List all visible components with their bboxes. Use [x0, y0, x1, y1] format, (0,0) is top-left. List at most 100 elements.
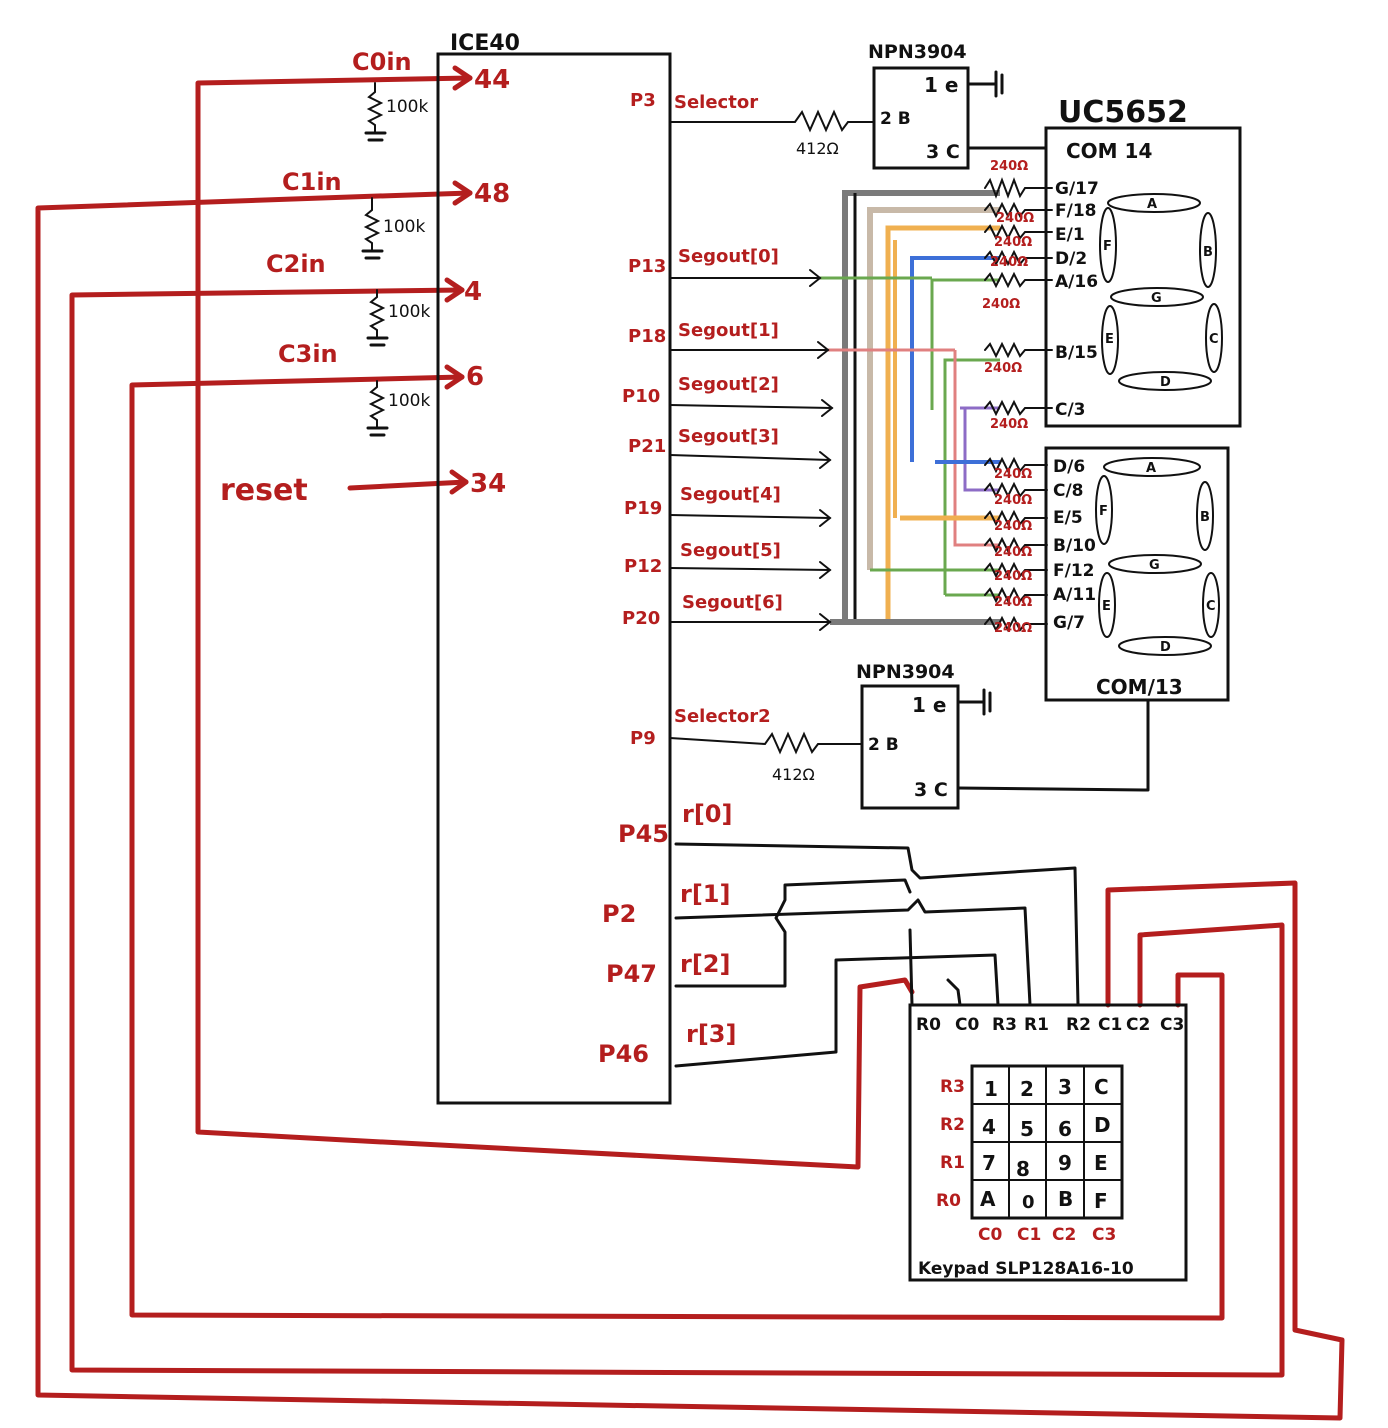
- transistor-1-resistor: 412Ω: [796, 139, 839, 158]
- top-seg-g: G: [1151, 291, 1162, 306]
- pin-4: 4: [464, 277, 482, 307]
- top-pin-b15: B/15: [1055, 343, 1098, 363]
- sig-segout-3: Segout[3]: [678, 426, 779, 447]
- label-c2in: C2in: [266, 250, 326, 278]
- display-bottom-box: [1044, 446, 1230, 702]
- res240-label: 240Ω: [984, 361, 1022, 376]
- bottom-pin-b10: B/10: [1053, 536, 1096, 556]
- display-bottom-com: COM/13: [1096, 675, 1183, 699]
- key-a[interactable]: A: [980, 1187, 996, 1211]
- key-3[interactable]: 3: [1058, 1075, 1072, 1099]
- arrow-48: [452, 180, 473, 206]
- sig-r1: r[1]: [680, 880, 730, 908]
- keypad-pin-r0: R0: [916, 1015, 941, 1035]
- bottom-seg-c: C: [1206, 599, 1216, 614]
- transistor-1-collector: 3 C: [926, 141, 960, 163]
- key-8[interactable]: 8: [1016, 1157, 1030, 1181]
- sig-segout-6: Segout[6]: [682, 592, 783, 613]
- key-6[interactable]: 6: [1058, 1117, 1072, 1141]
- top-pin-f18: F/18: [1055, 201, 1096, 221]
- keypad-pin-c1: C1: [1098, 1015, 1122, 1035]
- bottom-seg-a: A: [1146, 461, 1156, 476]
- pin-p10: P10: [622, 386, 660, 407]
- transistor-1: NPN3904 1 e 2 B 3 C 412Ω: [669, 41, 1048, 170]
- key-d[interactable]: D: [1094, 1113, 1111, 1137]
- keypad-pin-r2: R2: [1066, 1015, 1091, 1035]
- key-5[interactable]: 5: [1020, 1117, 1034, 1141]
- wire-c2: [69, 287, 1285, 1378]
- transistor-2-emitter: 1 e: [912, 693, 946, 717]
- pin-6: 6: [466, 362, 484, 392]
- transistor-1-box: [872, 66, 970, 170]
- res-label-2: 100k: [383, 217, 425, 237]
- key-0[interactable]: 0: [1022, 1192, 1035, 1213]
- key-7[interactable]: 7: [982, 1151, 996, 1175]
- res240-label: 240Ω: [994, 467, 1032, 482]
- key-4[interactable]: 4: [982, 1115, 996, 1139]
- keypad-pin-c0: C0: [955, 1015, 979, 1035]
- column-wires: [35, 65, 1345, 1421]
- display-top-box: [1044, 126, 1242, 428]
- pin-p2: P2: [602, 900, 636, 928]
- sig-segout-0: Segout[0]: [678, 246, 779, 267]
- bottom-seg-e: E: [1102, 599, 1111, 614]
- pin-p18: P18: [628, 326, 666, 347]
- res240-label: 240Ω: [994, 493, 1032, 508]
- pin-p12: P12: [624, 556, 662, 577]
- wire-c1: [35, 190, 1345, 1421]
- key-b[interactable]: B: [1058, 1187, 1073, 1211]
- res240-label: 240Ω: [994, 621, 1032, 636]
- transistor-2-base: 2 B: [868, 735, 899, 755]
- res240-label: 240Ω: [982, 297, 1020, 312]
- arrow-6: [444, 364, 465, 390]
- keypad-pin-r1: R1: [1024, 1015, 1049, 1035]
- res240-label: 240Ω: [994, 235, 1032, 250]
- res-label-1: 100k: [386, 97, 428, 117]
- pulldown-3: [366, 289, 389, 347]
- res240-label: 240Ω: [990, 159, 1028, 174]
- res240-label: 240Ω: [990, 417, 1028, 432]
- key-2[interactable]: 2: [1020, 1077, 1034, 1101]
- key-1[interactable]: 1: [984, 1077, 998, 1101]
- row-wires: [674, 842, 1080, 1068]
- res240-label: 240Ω: [996, 211, 1034, 226]
- bottom-pin-e5: E/5: [1053, 508, 1083, 528]
- sig-r3: r[3]: [686, 1020, 736, 1048]
- bottom-pin-d6: D/6: [1053, 457, 1085, 477]
- pulldown-1: [364, 82, 387, 142]
- key-c[interactable]: C: [1094, 1075, 1109, 1099]
- pulldown-resistors: [361, 82, 389, 437]
- keypad-row-r1: R1: [940, 1153, 965, 1173]
- top-seg-e: E: [1105, 332, 1114, 347]
- key-f[interactable]: F: [1094, 1189, 1108, 1213]
- display-resistors: [984, 177, 1053, 633]
- segment-bus-wires: [820, 190, 1000, 625]
- keypad-box: [908, 1003, 1188, 1282]
- bottom-pin-g7: G/7: [1053, 613, 1085, 633]
- transistor-2-box: [860, 684, 960, 810]
- res240-label: 240Ω: [990, 255, 1028, 270]
- key-9[interactable]: 9: [1058, 1151, 1072, 1175]
- keypad-row-r0: R0: [936, 1191, 961, 1211]
- keypad-col-c2: C2: [1052, 1225, 1076, 1245]
- sig-selector2: Selector2: [674, 706, 771, 727]
- bottom-pin-f12: F/12: [1053, 561, 1094, 581]
- wire-c3: [129, 374, 1225, 1321]
- key-e[interactable]: E: [1094, 1151, 1108, 1175]
- label-c1in: C1in: [282, 168, 342, 196]
- keypad-col-c0: C0: [978, 1225, 1002, 1245]
- label-c0in: C0in: [352, 48, 412, 76]
- pin-p9: P9: [630, 728, 656, 749]
- transistor-1-base: 2 B: [880, 109, 911, 129]
- bottom-seg-b: B: [1200, 510, 1210, 525]
- transistor-2: NPN3904 1 e 2 B 3 C 412Ω: [669, 661, 1150, 810]
- label-reset: reset: [220, 473, 308, 508]
- bottom-seg-g: G: [1149, 558, 1160, 573]
- top-pin-d2: D/2: [1055, 249, 1087, 269]
- res-label-3: 100k: [388, 302, 430, 322]
- sig-segout-1: Segout[1]: [678, 320, 779, 341]
- transistor-2-collector: 3 C: [914, 779, 948, 801]
- top-pin-a16: A/16: [1055, 272, 1098, 292]
- transistor-2-resistor: 412Ω: [772, 765, 815, 784]
- transistor-1-emitter: 1 e: [924, 73, 958, 97]
